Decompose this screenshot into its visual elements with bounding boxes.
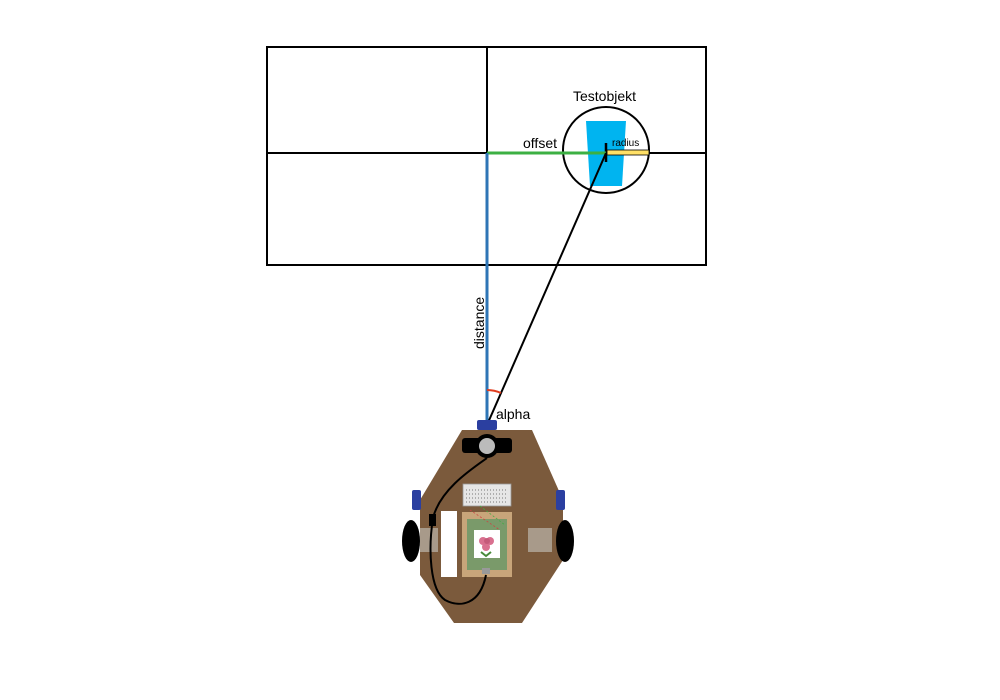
right-wheel-icon — [556, 520, 574, 562]
left-motor — [420, 528, 438, 552]
right-motor — [528, 528, 552, 552]
offset-label: offset — [523, 135, 557, 151]
raspberry-pi-icon — [462, 505, 512, 577]
alpha-label: alpha — [496, 406, 530, 422]
battery-pack — [441, 511, 457, 577]
left-servo-icon — [412, 490, 421, 510]
right-servo-icon — [556, 490, 565, 510]
camera-cable — [429, 457, 488, 605]
object-title: Testobjekt — [573, 88, 636, 104]
front-servo-icon — [477, 420, 497, 430]
left-wheel-icon — [402, 520, 420, 562]
alpha-angle-arc — [486, 389, 502, 394]
breadboard-icon — [462, 483, 512, 507]
test-object: radius Testobjekt — [562, 88, 650, 194]
distance-label: distance — [471, 297, 487, 349]
robot-car-icon — [402, 420, 574, 623]
sight-line — [486, 152, 607, 426]
radius-bar — [606, 149, 650, 156]
camera-icon — [462, 434, 512, 458]
radius-label: radius — [612, 138, 639, 149]
cable-connector — [429, 514, 436, 526]
